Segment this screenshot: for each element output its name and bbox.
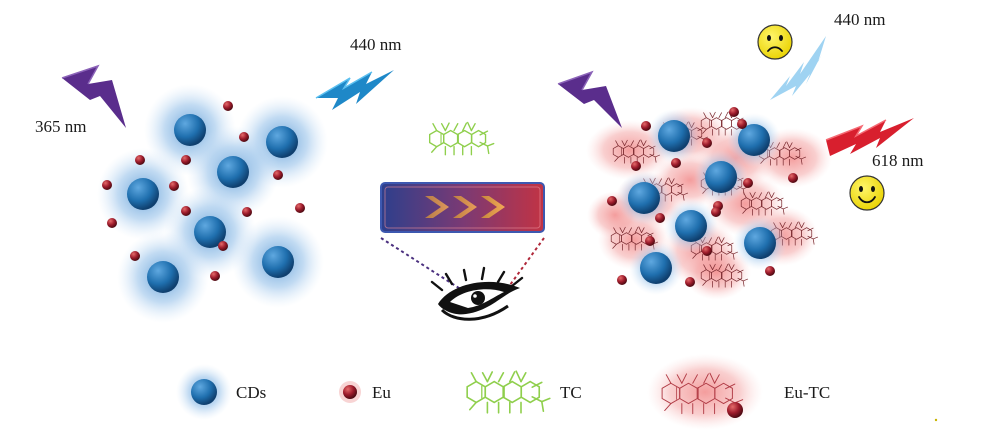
eu-ion (181, 206, 191, 216)
eu-ion (671, 158, 681, 168)
cd-particle (744, 227, 776, 259)
chevron-arrows-icon (425, 196, 505, 218)
eu-ion (655, 213, 665, 223)
legend-item-eutc: Eu-TC (647, 354, 830, 430)
cd-particle (628, 182, 660, 214)
stray-dot (934, 418, 938, 422)
cd-particle (658, 120, 690, 152)
happy-face-icon (849, 175, 885, 211)
eu-ion (102, 180, 112, 190)
eu-ion (702, 138, 712, 148)
uv-bolt-left-icon (61, 64, 126, 128)
cd-particle (217, 156, 249, 188)
sight-line-right (509, 237, 545, 286)
sad-face-icon (757, 24, 793, 60)
eu-ion (210, 271, 220, 281)
cd-particle (262, 246, 294, 278)
cd-particle (705, 161, 737, 193)
eu-ion (765, 266, 775, 276)
cd-particle (738, 124, 770, 156)
eu-ion (743, 178, 753, 188)
cd-particle (174, 114, 206, 146)
eu-ion (729, 107, 739, 117)
cd-particle (127, 178, 159, 210)
uv-bolt-right-icon (557, 70, 622, 128)
left-cluster (97, 84, 328, 323)
eu-ion (788, 173, 798, 183)
eu-ion (295, 203, 305, 213)
cd-particle (675, 210, 707, 242)
cd-particle (640, 252, 672, 284)
eu-ion (607, 196, 617, 206)
eu-ion (685, 277, 695, 287)
eu-ion (641, 121, 651, 131)
cd-particle (266, 126, 298, 158)
eu-ion (273, 170, 283, 180)
label-618nm: 618 nm (872, 151, 923, 170)
cd-particle (194, 216, 226, 248)
eye-icon (430, 266, 524, 321)
eutc-complex (740, 191, 789, 216)
eu-ion (711, 207, 721, 217)
right-cluster (586, 107, 832, 300)
eu-ion (135, 155, 145, 165)
blue-bolt-left-icon (315, 70, 394, 110)
label-365nm: 365 nm (35, 117, 86, 136)
legend-item-eu: Eu (339, 381, 391, 403)
legend-item-tc: TC (466, 370, 582, 414)
tc-molecule-top (428, 121, 495, 156)
eu-ion (631, 161, 641, 171)
arrow-box (380, 182, 545, 233)
tc-molecule-icon (466, 370, 551, 414)
eu-ion (169, 181, 179, 191)
eu-ion (223, 101, 233, 111)
eu-ion (737, 119, 747, 129)
red-bolt-icon (825, 118, 914, 156)
legend-label-eutc: Eu-TC (784, 383, 830, 402)
eu-ion (617, 275, 627, 285)
eu-ion (645, 236, 655, 246)
eu-ion (130, 251, 140, 261)
legend-label-eu: Eu (372, 383, 391, 402)
eutc-complex (700, 263, 749, 288)
eu-ion (218, 241, 228, 251)
sight-line-left (380, 237, 463, 291)
legend: CDs Eu TC Eu-TC (176, 354, 830, 430)
eu-ion (702, 246, 712, 256)
cd-particle (147, 261, 179, 293)
legend-item-cds: CDs (176, 364, 266, 420)
label-440nm-left: 440 nm (350, 35, 401, 54)
legend-label-cds: CDs (236, 383, 266, 402)
label-440nm-right: 440 nm (834, 10, 885, 29)
legend-label-tc: TC (560, 383, 582, 402)
eu-ion (181, 155, 191, 165)
eu-ion (242, 207, 252, 217)
eu-ion (239, 132, 249, 142)
pale-blue-bolt-icon (770, 36, 826, 100)
eu-ion (107, 218, 117, 228)
